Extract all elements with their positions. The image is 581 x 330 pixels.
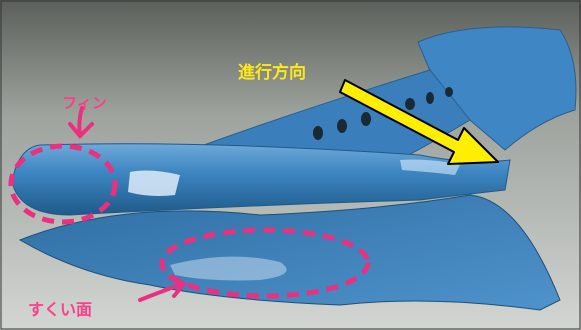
scoop-surface-label: すくい面	[28, 300, 93, 319]
scoop-arrow	[138, 276, 188, 302]
main-tube	[11, 143, 511, 216]
direction-label: 進行方向	[238, 63, 306, 83]
scoop-wing	[18, 194, 561, 311]
direction-arrow	[339, 79, 499, 165]
fin-label: フィン	[62, 94, 107, 112]
fin-highlight-ellipse	[8, 143, 118, 225]
wing-highlight	[170, 256, 287, 281]
scoop-highlight-ellipse	[159, 227, 371, 299]
tube-highlight-2	[400, 159, 460, 175]
tube-highlight	[128, 170, 180, 196]
rear-curved-plate	[417, 26, 577, 151]
fin-arrow	[68, 106, 94, 139]
